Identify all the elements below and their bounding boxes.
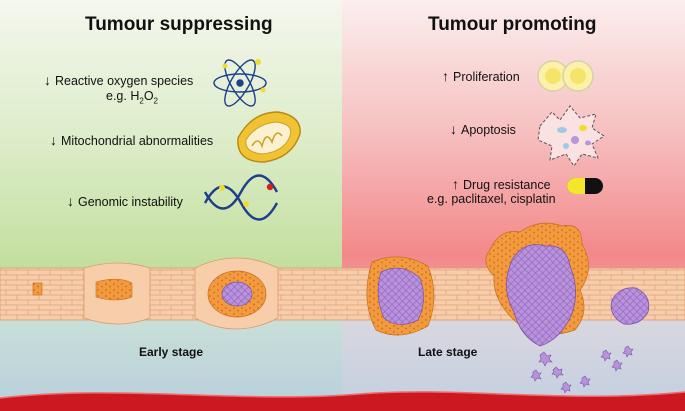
proliferation-item: ↑ Proliferation bbox=[442, 69, 520, 85]
early-stage-label: Early stage bbox=[139, 345, 204, 359]
down-arrow-icon: ↓ bbox=[44, 72, 51, 88]
late-stage-label: Late stage bbox=[418, 345, 478, 359]
atom-icon bbox=[213, 59, 267, 107]
down-arrow-icon: ↓ bbox=[450, 121, 457, 137]
ros-example: e.g. H2O2 bbox=[106, 89, 158, 106]
ros-label: Reactive oxygen species bbox=[55, 74, 194, 88]
right-panel-title: Tumour promoting bbox=[428, 14, 597, 35]
drug-resistance-label: Drug resistance bbox=[463, 178, 551, 192]
genomic-label: Genomic instability bbox=[78, 195, 183, 209]
mitochondrion-icon bbox=[237, 111, 301, 163]
apoptosis-item: ↓ Apoptosis bbox=[450, 122, 516, 138]
mito-item: ↓ Mitochondrial abnormalities bbox=[50, 133, 213, 149]
genomic-item: ↓ Genomic instability bbox=[67, 194, 183, 210]
proliferation-label: Proliferation bbox=[453, 70, 520, 84]
down-arrow-icon: ↓ bbox=[50, 132, 57, 148]
down-arrow-icon: ↓ bbox=[67, 193, 74, 209]
up-arrow-icon: ↑ bbox=[452, 176, 459, 192]
apoptosis-label: Apoptosis bbox=[461, 123, 516, 137]
ros-item: ↓ Reactive oxygen species bbox=[44, 73, 193, 89]
drug-resistance-item: ↑ Drug resistance bbox=[452, 177, 551, 193]
mito-label: Mitochondrial abnormalities bbox=[61, 134, 214, 148]
apoptotic-cell-icon bbox=[537, 105, 605, 167]
up-arrow-icon: ↑ bbox=[442, 68, 449, 84]
dividing-cell-icon bbox=[537, 60, 594, 92]
left-panel-title: Tumour suppressing bbox=[85, 14, 273, 35]
drug-example: e.g. paclitaxel, cisplatin bbox=[427, 192, 556, 206]
dna-icon bbox=[203, 174, 279, 221]
capsule-icon bbox=[567, 178, 603, 194]
